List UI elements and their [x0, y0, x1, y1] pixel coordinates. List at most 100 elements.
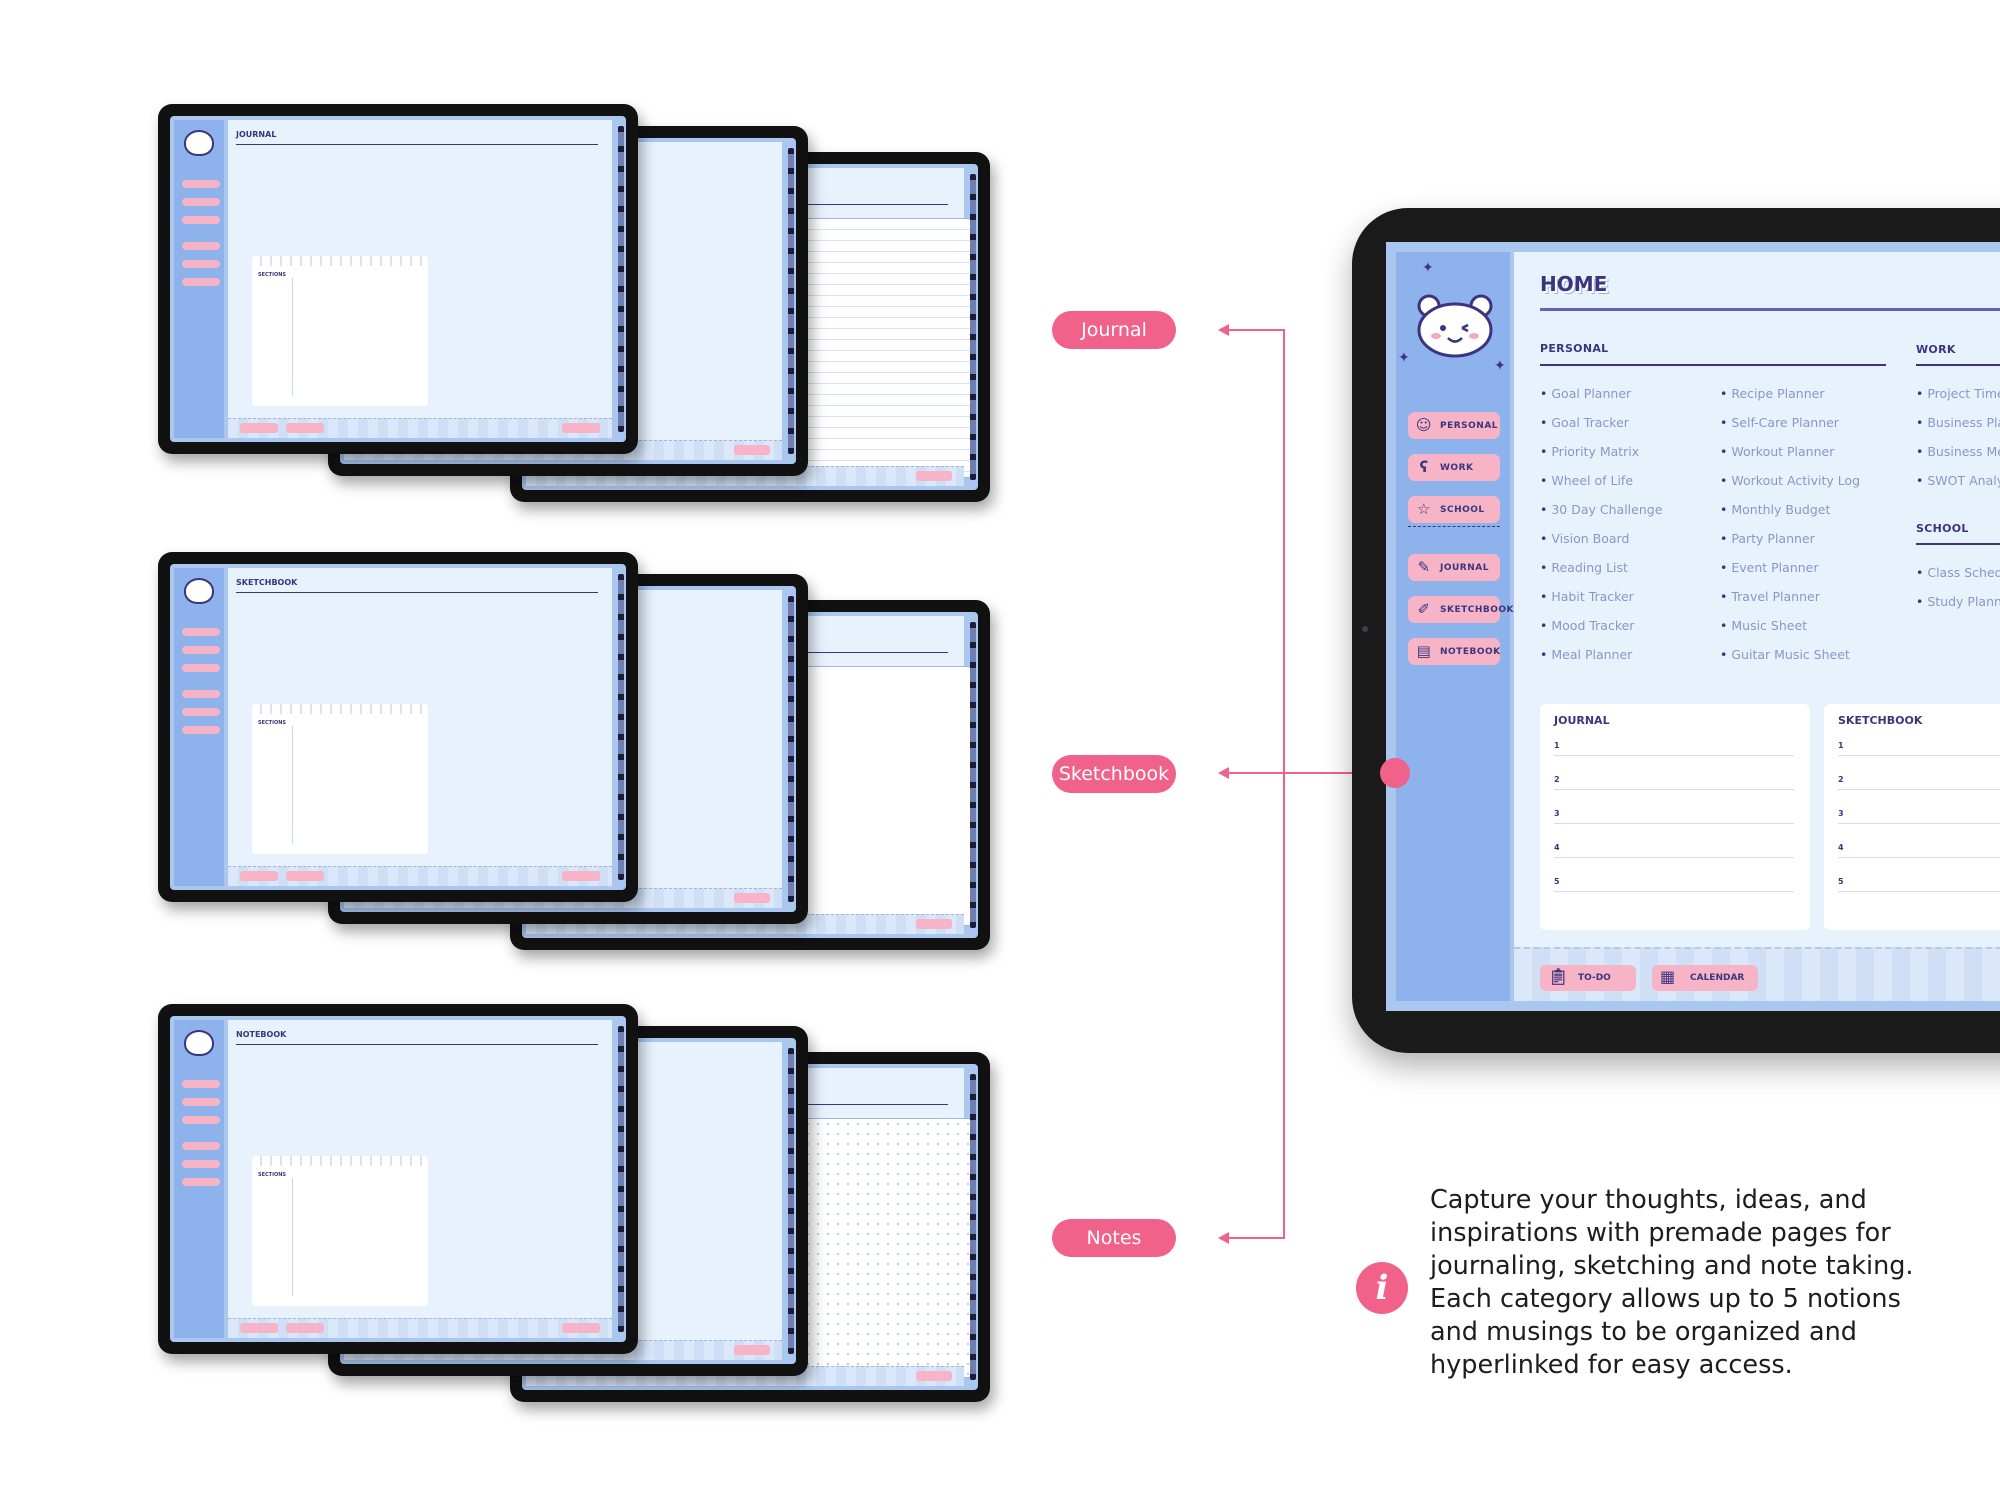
- info-icon: i: [1356, 1262, 1408, 1314]
- camera-dot: [1362, 626, 1368, 632]
- notebook-icon: ▤: [1416, 642, 1432, 660]
- personal-heading: PERSONAL: [1540, 342, 1609, 355]
- work-heading: WORK: [1916, 343, 1956, 356]
- calendar-button[interactable]: ▦CALENDAR: [1652, 965, 1758, 991]
- mini-sidebar: [174, 1020, 224, 1338]
- journal-edit-icon: ✎: [1417, 558, 1431, 576]
- bear-face-icon: ʕ: [1419, 458, 1429, 476]
- preview-title: SKETCHBOOK: [236, 578, 298, 587]
- link-monthly-budget[interactable]: Monthly Budget: [1720, 502, 1830, 517]
- school-heading: SCHOOL: [1916, 522, 1969, 535]
- link-study-planner[interactable]: Study Planner: [1916, 594, 2000, 609]
- link-30-day-challenge[interactable]: 30 Day Challenge: [1540, 502, 1662, 517]
- link-priority-matrix[interactable]: Priority Matrix: [1540, 444, 1639, 459]
- link-goal-tracker[interactable]: Goal Tracker: [1540, 415, 1629, 430]
- sidebar-item-notebook[interactable]: ▤NOTEBOOK: [1408, 638, 1500, 665]
- link-wheel-of-life[interactable]: Wheel of Life: [1540, 473, 1633, 488]
- link-recipe-planner[interactable]: Recipe Planner: [1720, 386, 1824, 401]
- bear-icon: [184, 578, 214, 604]
- link-workout-planner[interactable]: Workout Planner: [1720, 444, 1834, 459]
- link-class-schedule[interactable]: Class Schedule: [1916, 565, 2000, 580]
- sketchbook-entry-row[interactable]: 3: [1838, 802, 2000, 824]
- link-project-timeline[interactable]: Project Timeline: [1916, 386, 2000, 401]
- sketchbook-entry-row[interactable]: 4: [1838, 836, 2000, 858]
- preview-title: NOTEBOOK: [236, 1030, 287, 1039]
- home-main: HOME PERSONAL WORK SCHOOL Goal Planner G…: [1514, 252, 2000, 1001]
- journal-entry-row[interactable]: 4: [1554, 836, 1794, 858]
- connector-sketchbook: [1228, 772, 1394, 774]
- smile-icon: ☺: [1415, 416, 1433, 434]
- sketchbook-preview-stack: SKETCHBOOK SECTIONS: [158, 552, 998, 962]
- sidebar-item-personal[interactable]: ☺PERSONAL: [1408, 412, 1500, 439]
- page-title: HOME: [1540, 272, 1608, 296]
- journal-preview-page-1: JOURNAL SECTIONS: [158, 104, 638, 454]
- journal-entry-row[interactable]: 1: [1554, 734, 1794, 756]
- link-meal-planner[interactable]: Meal Planner: [1540, 647, 1632, 662]
- title-underline: [1540, 308, 2000, 311]
- sparkle-icon: ✦: [1398, 350, 1410, 366]
- journal-label: Journal: [1052, 311, 1176, 349]
- link-self-care-planner[interactable]: Self-Care Planner: [1720, 415, 1839, 430]
- journal-entry-row[interactable]: 5: [1554, 870, 1794, 892]
- bear-icon: [184, 130, 214, 156]
- link-business-meeting[interactable]: Business Meeting: [1916, 444, 2000, 459]
- mini-sidebar: [174, 120, 224, 438]
- star-icon: ☆: [1417, 500, 1431, 518]
- sketchbook-preview-page-1: SKETCHBOOK SECTIONS: [158, 552, 638, 902]
- bear-icon: [184, 1030, 214, 1056]
- connector-dot: [1380, 758, 1410, 788]
- link-habit-tracker[interactable]: Habit Tracker: [1540, 589, 1633, 604]
- link-vision-board[interactable]: Vision Board: [1540, 531, 1629, 546]
- journal-entry-row[interactable]: 2: [1554, 768, 1794, 790]
- sketchbook-card: SKETCHBOOK 1 2 3 4 5: [1824, 704, 2000, 930]
- sidebar-item-sketchbook[interactable]: ✐SKETCHBOOK: [1408, 596, 1514, 623]
- connector-notes: [1228, 1237, 1285, 1239]
- sparkle-icon: ✦: [1494, 358, 1506, 374]
- link-music-sheet[interactable]: Music Sheet: [1720, 618, 1807, 633]
- preview-title: JOURNAL: [236, 130, 277, 139]
- sidebar-item-school[interactable]: ☆SCHOOL: [1408, 496, 1500, 523]
- sections-card: SECTIONS: [252, 704, 428, 854]
- sketchbook-entry-row[interactable]: 1: [1838, 734, 2000, 756]
- notes-label: Notes: [1052, 1219, 1176, 1257]
- sketchbook-label: Sketchbook: [1052, 755, 1176, 793]
- link-goal-planner[interactable]: Goal Planner: [1540, 386, 1631, 401]
- bear-mascot-icon: [1417, 294, 1493, 358]
- sketchbook-icon: ✐: [1417, 600, 1431, 618]
- sketchbook-entry-row[interactable]: 2: [1838, 768, 2000, 790]
- arrow-icon: [1218, 767, 1229, 779]
- mini-sidebar: [174, 568, 224, 886]
- sections-card: SECTIONS: [252, 1156, 428, 1306]
- link-travel-planner[interactable]: Travel Planner: [1720, 589, 1819, 604]
- arrow-icon: [1218, 1232, 1229, 1244]
- journal-preview-stack: JOURNAL SECTIONS: [158, 104, 998, 514]
- connector-vertical: [1283, 329, 1285, 1239]
- link-reading-list[interactable]: Reading List: [1540, 560, 1628, 575]
- journal-card: JOURNAL 1 2 3 4 5: [1540, 704, 1810, 930]
- link-swot-analysis[interactable]: SWOT Analysis: [1916, 473, 2000, 488]
- arrow-icon: [1218, 324, 1229, 336]
- notebook-preview-stack: NOTEBOOK SECTIONS: [158, 1004, 998, 1414]
- todo-button[interactable]: 📋︎TO-DO: [1540, 965, 1636, 991]
- sparkle-icon: ✦: [1422, 260, 1434, 276]
- calendar-icon: ▦: [1660, 967, 1676, 986]
- sketchbook-entry-row[interactable]: 5: [1838, 870, 2000, 892]
- link-guitar-music-sheet[interactable]: Guitar Music Sheet: [1720, 647, 1849, 662]
- notebook-preview-page-1: NOTEBOOK SECTIONS: [158, 1004, 638, 1354]
- sections-card: SECTIONS: [252, 256, 428, 406]
- sidebar-item-journal[interactable]: ✎JOURNAL: [1408, 554, 1500, 581]
- home-footer: 📋︎TO-DO ▦CALENDAR: [1514, 947, 2000, 1001]
- link-mood-tracker[interactable]: Mood Tracker: [1540, 618, 1634, 633]
- link-party-planner[interactable]: Party Planner: [1720, 531, 1814, 546]
- link-workout-activity-log[interactable]: Workout Activity Log: [1720, 473, 1860, 488]
- link-business-plan[interactable]: Business Plan: [1916, 415, 2000, 430]
- clipboard-icon: 📋︎: [1548, 967, 1569, 986]
- info-description: Capture your thoughts, ideas, and inspir…: [1430, 1185, 1914, 1380]
- journal-entry-row[interactable]: 3: [1554, 802, 1794, 824]
- link-event-planner[interactable]: Event Planner: [1720, 560, 1818, 575]
- sidebar-divider: [1408, 526, 1500, 527]
